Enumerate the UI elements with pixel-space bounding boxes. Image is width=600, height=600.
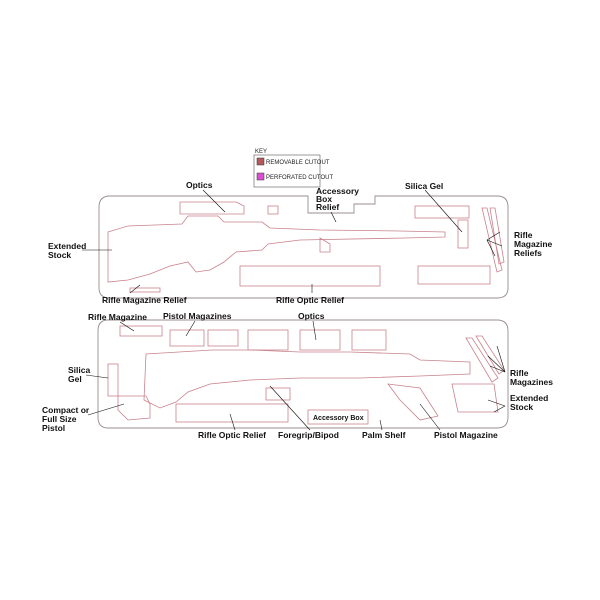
bottom-tray-labels: Rifle Magazine Pistol Magazines Optics S… xyxy=(42,311,553,440)
label-compact-pistol-3: Pistol xyxy=(42,423,65,433)
top-silica-cutout-a xyxy=(414,205,470,219)
label-accessory-box-relief-2: Box xyxy=(316,194,332,204)
removable-cutout-swatch xyxy=(256,157,265,166)
bottom-silica-gel-cutout xyxy=(107,363,119,397)
bottom-rifle-magazines-cutout xyxy=(465,335,505,383)
top-tray-outline xyxy=(98,195,509,299)
bottom-rifle-cutout xyxy=(143,349,471,409)
bottom-rifle-magazine-cutout xyxy=(119,325,163,337)
label-top-optics: Optics xyxy=(186,180,213,190)
label-accessory-box-relief-1: Accessory xyxy=(316,186,359,196)
bottom-accessory-box-cutout xyxy=(307,409,369,425)
rifle-magazine-relief-cutouts xyxy=(481,207,505,273)
perforated-cutout-swatch xyxy=(256,172,265,181)
leader-lines xyxy=(82,189,506,431)
top-rifle-optic-relief-cutout xyxy=(239,265,381,287)
label-rifle-magazine-relief: Rifle Magazine Relief xyxy=(102,295,187,305)
label-bottom-silica-gel-1: Silica xyxy=(68,365,90,375)
top-small-relief-cutout xyxy=(417,265,491,285)
label-rifle-magazine-reliefs-1: Rifle xyxy=(514,230,533,240)
label-top-extended-stock-1: Extended xyxy=(48,241,86,251)
label-pistol-magazine: Pistol Magazine xyxy=(434,430,498,440)
label-bottom-optics: Optics xyxy=(298,311,325,321)
bottom-extended-stock-cutout xyxy=(451,383,499,413)
label-top-rifle-optic-relief: Rifle Optic Relief xyxy=(276,295,344,305)
legend-box xyxy=(253,154,321,188)
label-rifle-magazine-reliefs-2: Magazine xyxy=(514,239,553,249)
label-bottom-rifle-magazines-2: Magazines xyxy=(510,377,553,387)
label-palm-shelf: Palm Shelf xyxy=(362,430,406,440)
legend: KEY REMOVABLE CUTOUT PERFORATED CUTOUT xyxy=(253,149,333,188)
label-top-extended-stock-2: Stock xyxy=(48,250,71,260)
silica-gel-cutout xyxy=(457,219,469,249)
label-accessory-box-relief-3: Relief xyxy=(316,202,339,212)
label-compact-pistol-1: Compact or xyxy=(42,405,90,415)
palm-shelf-cutout xyxy=(387,383,439,421)
bottom-pistol-magazine-cutout-a xyxy=(169,329,205,347)
top-rifle-cutout xyxy=(107,215,446,283)
perforated-cutout-label: PERFORATED CUTOUT xyxy=(266,175,333,181)
bottom-optic-cutout-a xyxy=(247,329,289,351)
label-rifle-magazine-reliefs-3: Reliefs xyxy=(514,248,542,258)
label-top-silica-gel: Silica Gel xyxy=(405,181,443,191)
compact-pistol-cutout xyxy=(117,395,151,421)
top-small-cutout xyxy=(267,205,279,215)
bottom-optic-cutout-b xyxy=(299,329,341,351)
top-trigger-cutout xyxy=(319,237,331,253)
top-tray-labels: Optics Accessory Box Relief Silica Gel E… xyxy=(48,180,553,305)
label-bottom-rifle-magazine: Rifle Magazine xyxy=(88,312,147,322)
label-compact-pistol-2: Full Size xyxy=(42,414,77,424)
label-bottom-silica-gel-2: Gel xyxy=(68,374,82,384)
label-pistol-magazines: Pistol Magazines xyxy=(163,311,232,321)
top-tray xyxy=(98,195,509,299)
foregrip-bipod-cutout xyxy=(265,387,291,401)
legend-title: KEY xyxy=(255,149,267,155)
bottom-tray-outline xyxy=(97,319,509,429)
top-rifle-magazine-relief-cutout xyxy=(129,287,161,293)
bottom-pistol-magazine-cutout-b xyxy=(207,329,239,347)
label-bottom-extended-stock-2: Stock xyxy=(510,402,533,412)
label-bottom-rifle-magazines-1: Rifle xyxy=(510,368,529,378)
bottom-optic-cutout-c xyxy=(351,329,387,351)
label-bottom-rifle-optic-relief: Rifle Optic Relief xyxy=(198,430,266,440)
label-bottom-extended-stock-1: Extended xyxy=(510,393,548,403)
top-optic-cutout xyxy=(179,201,245,215)
bottom-rifle-optic-relief-cutout xyxy=(175,403,289,423)
label-accessory-box: Accessory Box xyxy=(313,415,364,422)
removable-cutout-label: REMOVABLE CUTOUT xyxy=(266,160,330,166)
bottom-tray xyxy=(97,319,509,429)
label-foregrip-bipod: Foregrip/Bipod xyxy=(278,430,339,440)
